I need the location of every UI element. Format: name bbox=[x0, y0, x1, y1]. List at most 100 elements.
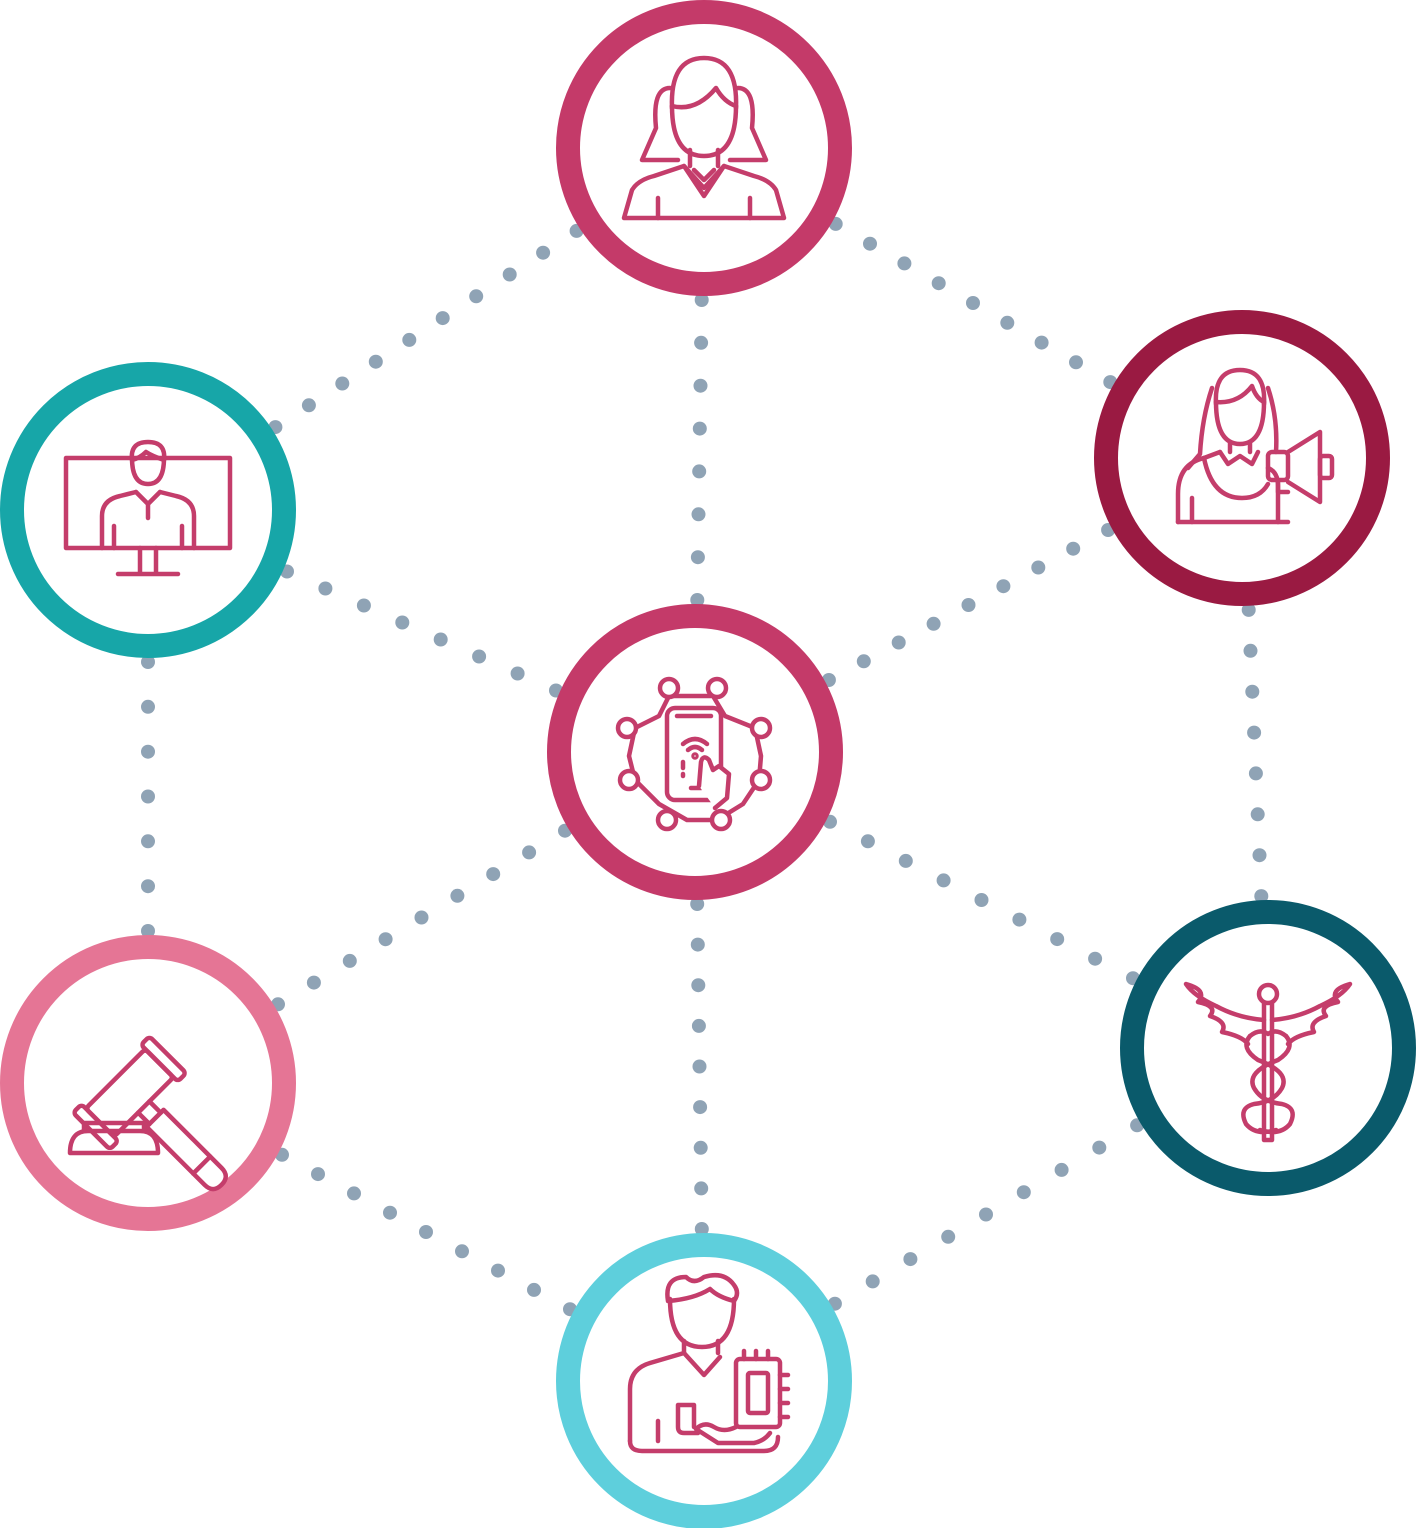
connection-dot bbox=[435, 311, 450, 326]
connection-dot bbox=[1016, 1185, 1031, 1200]
node-upper-left bbox=[0, 362, 296, 658]
connection-dot bbox=[931, 276, 946, 291]
connection-dot bbox=[502, 267, 517, 282]
connection-dot bbox=[1066, 541, 1081, 556]
connection-dot bbox=[1250, 807, 1265, 822]
gavel-icon bbox=[67, 1035, 229, 1192]
connection-dot bbox=[1054, 1162, 1069, 1177]
connection-dot bbox=[1248, 766, 1263, 781]
connection-dot bbox=[455, 1244, 469, 1259]
smartphone-network-icon bbox=[615, 676, 773, 832]
connection-dot bbox=[522, 845, 537, 860]
connection-dot bbox=[450, 888, 465, 903]
connection-dot bbox=[141, 834, 155, 849]
engineer-with-chip-icon bbox=[627, 1273, 791, 1454]
connection-dot bbox=[469, 289, 484, 304]
connection-dot bbox=[1241, 602, 1256, 617]
connection-dot bbox=[1069, 355, 1083, 370]
ring-lower-left bbox=[0, 935, 296, 1231]
connection-dot bbox=[1254, 889, 1269, 904]
connection-dot bbox=[996, 579, 1011, 594]
connection-dot bbox=[693, 1100, 708, 1115]
node-bottom bbox=[556, 1233, 852, 1528]
connection-dot bbox=[961, 598, 976, 612]
connection-dot bbox=[898, 853, 913, 868]
connection-dot bbox=[335, 376, 350, 391]
connection-dot bbox=[979, 1207, 993, 1222]
connection-dot bbox=[856, 654, 871, 669]
connection-dot bbox=[694, 293, 709, 307]
connection-dot bbox=[694, 1222, 709, 1236]
connection-dot bbox=[693, 378, 708, 393]
connection-dot bbox=[692, 1059, 707, 1074]
connection-dot bbox=[510, 666, 525, 681]
connection-dot bbox=[690, 897, 705, 911]
connection-dot bbox=[1247, 725, 1262, 740]
connection-dot bbox=[1245, 684, 1260, 699]
connection-dot bbox=[690, 550, 705, 565]
connection-dot bbox=[1012, 912, 1027, 927]
connection-dot bbox=[903, 1252, 918, 1267]
connection-dot bbox=[395, 615, 410, 630]
connection-dot bbox=[311, 1167, 325, 1182]
connection-dot bbox=[891, 635, 906, 650]
connection-dot bbox=[863, 236, 877, 251]
ring-lower-right bbox=[1120, 900, 1416, 1196]
connection-dot bbox=[141, 879, 155, 894]
connection-dot bbox=[693, 1140, 708, 1155]
connection-dot bbox=[368, 354, 383, 369]
connection-dot bbox=[1034, 335, 1049, 350]
connection-dot bbox=[419, 1225, 433, 1239]
connection-dot bbox=[486, 867, 501, 882]
connection-dot bbox=[356, 598, 371, 613]
node-lower-right bbox=[1120, 900, 1416, 1196]
connection-dot bbox=[347, 1186, 361, 1201]
connection-dot bbox=[692, 421, 707, 436]
connection-dot bbox=[141, 744, 155, 759]
ring-bottom bbox=[556, 1233, 852, 1528]
connection-dot bbox=[1092, 1140, 1107, 1155]
connection-dot bbox=[974, 893, 989, 907]
connection-dot bbox=[414, 910, 429, 925]
woman-megaphone-icon bbox=[1175, 367, 1335, 525]
connection-dot bbox=[141, 924, 155, 938]
node-top bbox=[556, 0, 852, 296]
connection-dot bbox=[694, 1181, 709, 1196]
ring-top bbox=[556, 0, 852, 296]
connection-dot bbox=[141, 789, 155, 804]
connection-dot bbox=[691, 507, 706, 522]
connection-dot bbox=[306, 975, 321, 990]
connection-dot bbox=[1000, 315, 1015, 330]
connection-dot bbox=[141, 699, 155, 714]
connection-dot bbox=[527, 1282, 541, 1297]
connection-dot bbox=[690, 593, 705, 607]
connection-dot bbox=[1031, 560, 1046, 575]
connection-dot bbox=[691, 1018, 706, 1033]
connection-dot bbox=[491, 1263, 505, 1278]
connection-dot bbox=[301, 398, 316, 413]
online-instructor-monitor-icon bbox=[63, 439, 233, 577]
connection-dot bbox=[926, 616, 941, 631]
node-center bbox=[547, 604, 843, 900]
connection-dot bbox=[318, 581, 333, 596]
connection-dot bbox=[690, 937, 705, 952]
connection-dot bbox=[941, 1229, 956, 1244]
connection-dot bbox=[402, 332, 417, 347]
connection-dot bbox=[1243, 643, 1258, 658]
connection-dot bbox=[936, 873, 951, 888]
connection-dot bbox=[378, 932, 393, 947]
connection-dot bbox=[342, 953, 357, 968]
connection-dot bbox=[383, 1205, 397, 1220]
connection-dot bbox=[1050, 932, 1065, 947]
node-upper-right bbox=[1094, 310, 1390, 606]
connection-dot bbox=[865, 1274, 880, 1289]
connection-dot bbox=[141, 655, 155, 669]
connection-dot bbox=[897, 256, 912, 271]
woman-icon bbox=[621, 55, 787, 221]
connection-dot bbox=[692, 464, 707, 479]
node-lower-left bbox=[0, 935, 296, 1231]
dotted-connections bbox=[141, 216, 1269, 1317]
connection-dot bbox=[691, 978, 706, 993]
connection-dot bbox=[433, 632, 448, 647]
